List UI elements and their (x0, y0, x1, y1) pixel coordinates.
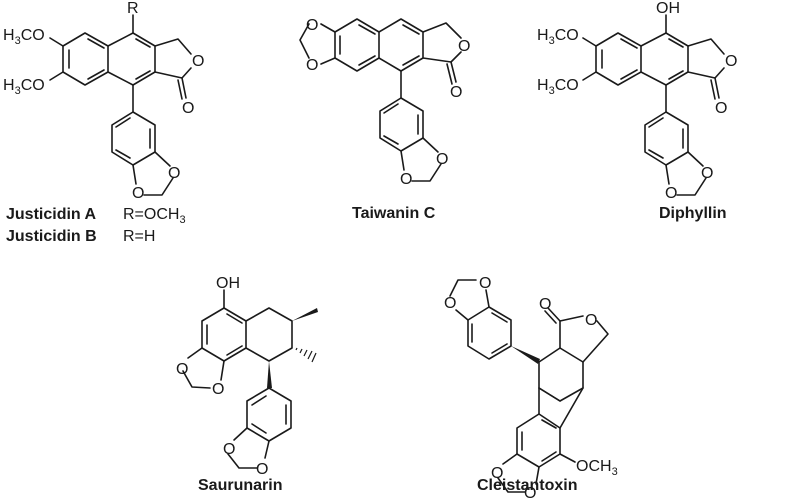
carbonyl-oxygen: O (539, 296, 551, 313)
dioxole-oxygen: O (400, 171, 412, 188)
taiwanin-c-structure: O O O O O O (299, 17, 470, 188)
methoxy-label: H3CO (537, 77, 579, 97)
carbonyl-oxygen: O (182, 100, 194, 117)
substituent-justicidin-b: R=H (123, 228, 156, 245)
substituent-text: R=OCH (123, 206, 180, 223)
dioxole-oxygen: O (665, 185, 677, 202)
substituent-justicidin-a: R=OCH3 (123, 206, 186, 226)
substituent-subscript: 3 (179, 214, 186, 227)
dioxole-oxygen: O (306, 57, 318, 74)
dioxole-oxygen: O (444, 295, 456, 312)
justicidin-structure: R H3CO H3CO O O O O (3, 0, 204, 202)
hydroxy-label: OH (216, 275, 240, 292)
dioxole-oxygen: O (524, 485, 536, 500)
dioxole-oxygen: O (436, 151, 448, 168)
dioxole-oxygen: O (701, 165, 713, 182)
compound-name-justicidin-b: Justicidin B (6, 228, 97, 245)
lactone-oxygen: O (192, 53, 204, 70)
methoxy-label: OCH3 (576, 458, 618, 478)
cleistantoxin-structure: O O O O O O OCH3 (444, 275, 618, 500)
dioxole-oxygen: O (168, 165, 180, 182)
dioxole-oxygen: O (212, 381, 224, 398)
lactone-oxygen: O (585, 312, 597, 329)
hydroxy-label: OH (656, 0, 680, 17)
diphyllin-structure: OH H3CO H3CO O O O O (537, 0, 737, 202)
compound-name-cleistantoxin: Cleistantoxin (477, 477, 578, 494)
dioxole-oxygen: O (176, 361, 188, 378)
methoxy-label: H3CO (3, 77, 45, 97)
r-group-label: R (127, 0, 139, 17)
compound-name-saurunarin: Saurunarin (198, 477, 283, 494)
compound-name-justicidin-a: Justicidin A (6, 206, 97, 223)
methoxy-label: H3CO (537, 27, 579, 47)
dioxole-oxygen: O (491, 465, 503, 482)
carbonyl-oxygen: O (450, 84, 462, 101)
dioxole-oxygen: O (223, 441, 235, 458)
methoxy-label: H3CO (3, 27, 45, 47)
dioxole-oxygen: O (256, 461, 268, 478)
dioxole-oxygen: O (132, 185, 144, 202)
lactone-oxygen: O (725, 53, 737, 70)
dioxole-oxygen: O (306, 17, 318, 34)
carbonyl-oxygen: O (715, 100, 727, 117)
compound-name-diphyllin: Diphyllin (659, 205, 727, 222)
dioxole-oxygen: O (479, 275, 491, 292)
compound-name-taiwanin-c: Taiwanin C (352, 205, 436, 222)
lactone-oxygen: O (458, 38, 470, 55)
saurunarin-structure: OH O O O O (176, 275, 318, 478)
